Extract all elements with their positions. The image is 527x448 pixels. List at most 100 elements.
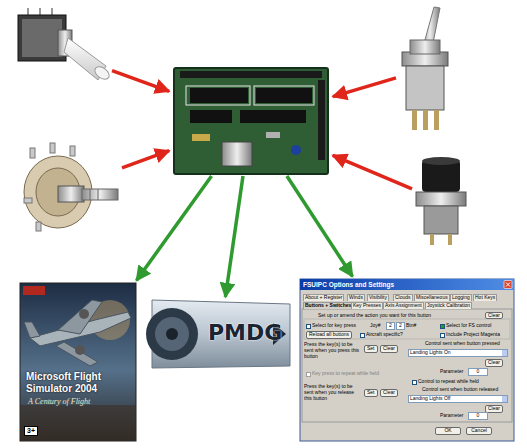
settings-dialog xyxy=(300,279,514,441)
interface-board-part xyxy=(172,66,330,176)
game-title: Microsoft Flight Simulator 2004 xyxy=(26,371,130,394)
dropdown-value: Landing Lights Off xyxy=(408,395,508,403)
checkbox-label: Aircraft specific? xyxy=(360,332,403,338)
group-frame xyxy=(304,319,510,339)
cover-ground xyxy=(20,283,136,441)
button-label: Clear xyxy=(380,389,398,397)
tab-label: Key Presses xyxy=(351,302,383,309)
button-body xyxy=(424,206,458,234)
field-label: Press the key(s) to be sent when you pre… xyxy=(304,342,360,359)
pin xyxy=(434,110,439,130)
toggle-switch xyxy=(402,7,448,130)
push-button xyxy=(416,157,466,245)
rotary-switch xyxy=(24,143,118,231)
button-label: OK xyxy=(435,427,461,435)
shaft-groove xyxy=(98,189,99,200)
field-label: Press the key(s) to be sent when you rel… xyxy=(304,384,360,401)
title-bar xyxy=(300,279,514,290)
header-connector xyxy=(180,71,322,78)
terminal xyxy=(70,146,75,156)
field-label: Joy# xyxy=(370,323,381,329)
input-arrow xyxy=(333,78,396,97)
output-arrow xyxy=(287,176,353,276)
usb-socket xyxy=(222,142,252,166)
tab-label: Visibility xyxy=(367,294,389,301)
button-label: Reload all buttons xyxy=(306,331,352,339)
ic-socket xyxy=(254,86,314,105)
plane-engine xyxy=(75,345,85,355)
tab-label: Buttons + Switches xyxy=(303,302,353,309)
shaft-groove xyxy=(90,189,91,200)
rotary-encoder xyxy=(18,8,111,82)
output-arrow xyxy=(225,176,243,297)
settings-dialog: FSUIPC Options and SettingsAbout + Regis… xyxy=(300,279,514,441)
pin xyxy=(448,234,452,245)
field-label: Control sent when button released xyxy=(422,387,498,393)
engine-spinner xyxy=(166,328,178,340)
field-label: Set up or amend the action you want for … xyxy=(318,313,431,319)
publisher-logo xyxy=(23,286,45,295)
tab-panel xyxy=(302,309,512,422)
cap-top xyxy=(422,157,460,165)
plane-wing xyxy=(58,300,102,334)
pmdg-banner xyxy=(146,300,290,368)
tab-label: About + Register xyxy=(303,294,344,301)
checkbox-label: Select for FS control xyxy=(440,323,491,329)
rotary-encoder-part xyxy=(10,6,112,98)
side-connector xyxy=(318,80,325,160)
pin xyxy=(423,110,428,130)
pcb xyxy=(174,68,328,174)
rotary-switch-part xyxy=(22,140,122,232)
switch-shaft xyxy=(82,189,118,200)
button-label: Cancel xyxy=(466,427,492,435)
button-nut xyxy=(416,192,466,206)
input-arrow xyxy=(333,155,412,188)
tab-label: Hot Keys xyxy=(473,294,497,301)
game-box-cover xyxy=(20,283,136,441)
push-button-part xyxy=(412,155,470,247)
crystal xyxy=(266,132,280,138)
terminal xyxy=(24,198,32,203)
field-label: Control sent when button pressed xyxy=(425,341,500,347)
close-cross xyxy=(506,283,510,287)
age-rating: 3+ xyxy=(24,426,38,436)
interface-board xyxy=(174,68,328,174)
pmdg-logo: PMDG xyxy=(150,300,290,368)
pin xyxy=(430,234,434,245)
dialog-window xyxy=(300,279,514,441)
capacitor xyxy=(192,134,210,141)
tab-label: Axis Assignment xyxy=(383,302,424,309)
button-label: Set xyxy=(364,345,378,353)
field-label: Parameter xyxy=(440,369,463,375)
plane-tail xyxy=(24,322,40,338)
terminal xyxy=(30,148,35,158)
toggle-switch-part xyxy=(396,5,456,133)
terminal xyxy=(50,143,55,153)
button-label: Clear xyxy=(380,345,398,353)
pin xyxy=(412,110,417,130)
checkbox-label: Include Project Magenta xyxy=(440,332,500,338)
tab-label: Logging xyxy=(450,294,472,301)
tab-label: Winds xyxy=(347,294,365,301)
close-button xyxy=(504,281,512,289)
chip xyxy=(256,88,312,103)
engine-fan xyxy=(155,317,189,351)
input-value: 0 xyxy=(468,368,488,376)
encoder-face xyxy=(22,19,62,57)
button-label: Clear xyxy=(485,359,503,367)
checkbox-label: Select for key press xyxy=(306,323,356,329)
input-arrow xyxy=(122,151,169,168)
capacitor xyxy=(291,145,301,155)
chip xyxy=(240,110,306,123)
chip xyxy=(190,88,248,103)
engine-intake xyxy=(146,308,198,360)
input-value: 2 xyxy=(396,322,405,330)
dropdown-value: Landing Lights On xyxy=(408,349,508,357)
close-cross xyxy=(506,283,510,287)
switch-bushing xyxy=(58,186,84,202)
tab-label: Clouds xyxy=(393,294,413,301)
logo-wordmark: PMDG xyxy=(208,320,282,345)
terminal xyxy=(36,222,41,231)
